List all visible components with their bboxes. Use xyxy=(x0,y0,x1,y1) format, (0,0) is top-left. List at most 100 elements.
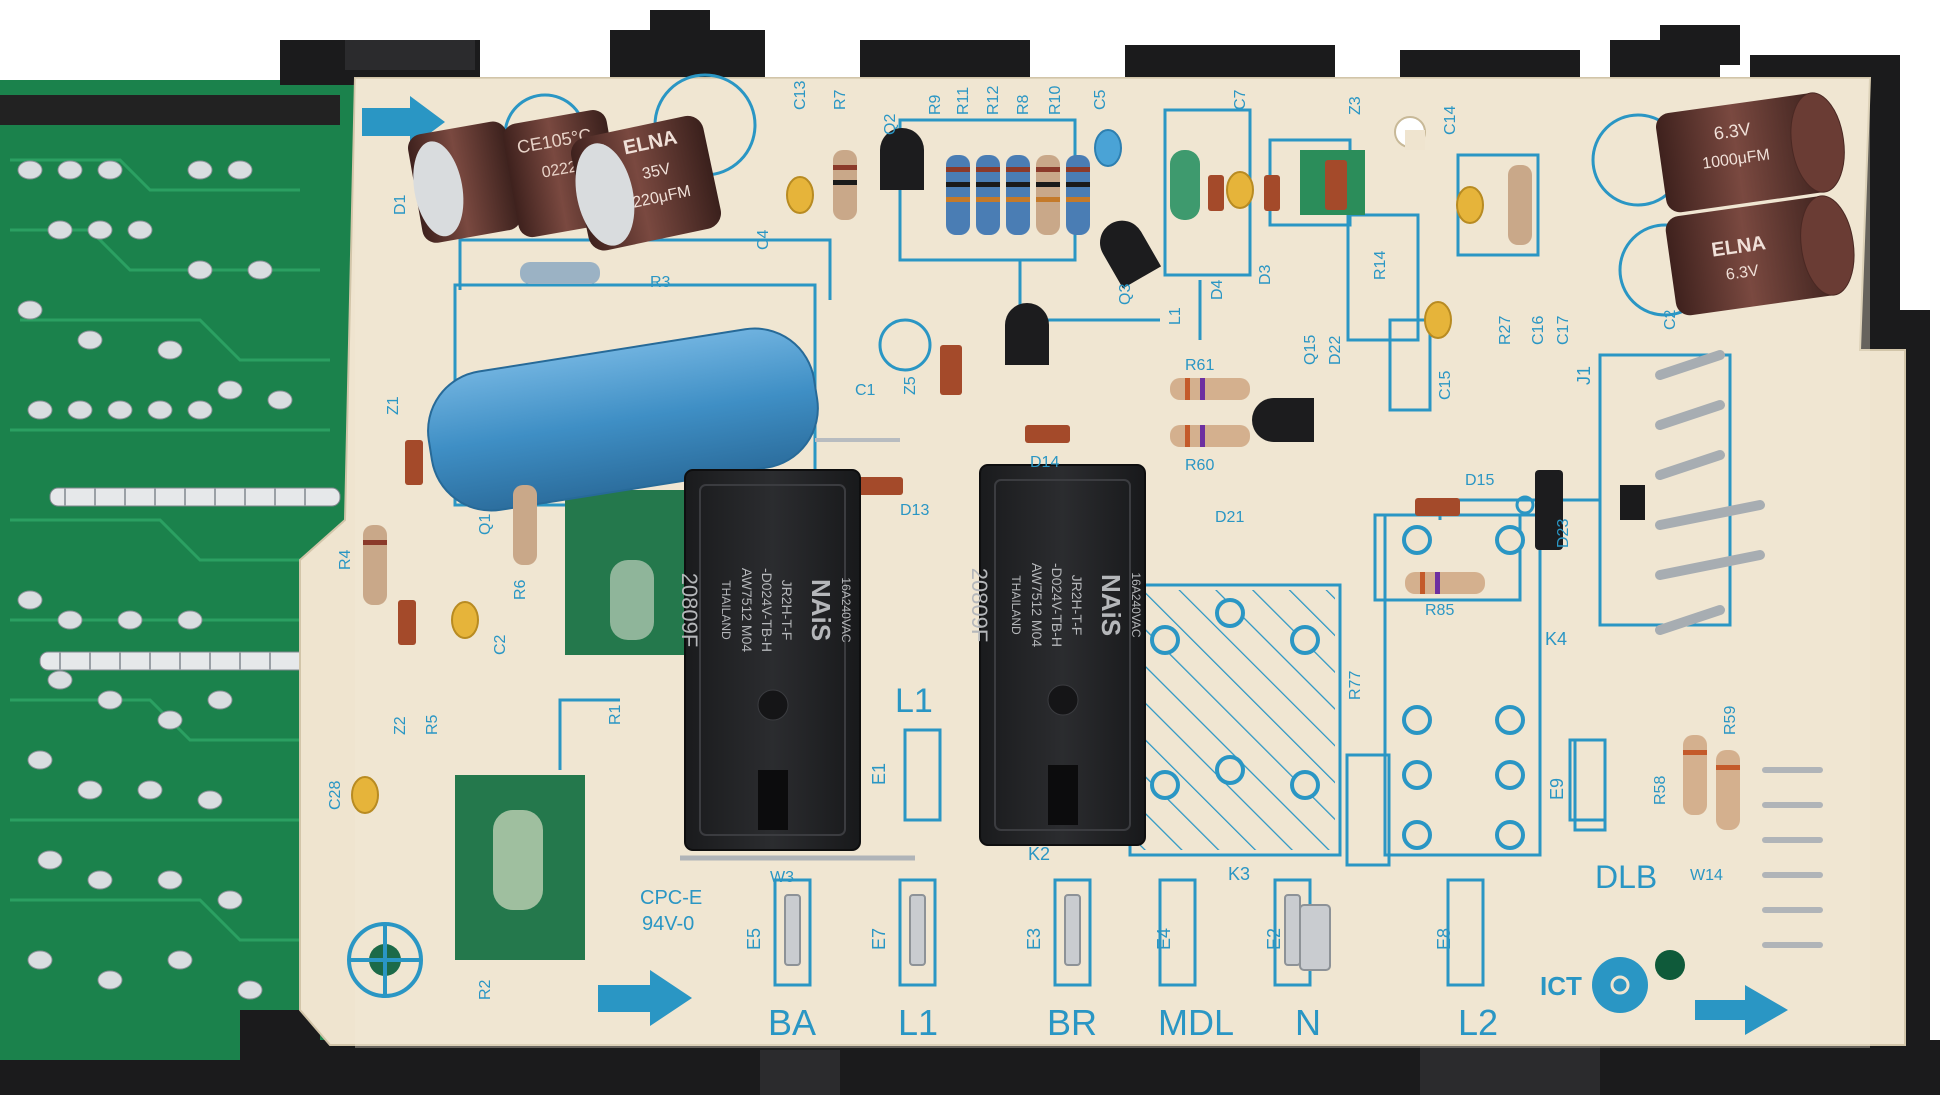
terminal-id: E7 xyxy=(869,928,889,950)
refdes-label: R11 xyxy=(955,87,972,115)
ceramic-capacitors xyxy=(351,129,1484,814)
refdes-label: Z5 xyxy=(902,376,919,395)
terminal-label-n: N xyxy=(1295,1002,1321,1043)
spade-terminals xyxy=(784,894,1331,971)
refdes-label: R8 xyxy=(1015,94,1032,115)
refdes-label: Q15 xyxy=(1302,335,1319,365)
label-ict: ICT xyxy=(1540,971,1582,1001)
refdes-label: D3 xyxy=(1257,264,1274,285)
refdes-label: R12 xyxy=(985,86,1002,115)
k3-pads xyxy=(1150,598,1320,800)
label-e9: E9 xyxy=(1547,778,1567,800)
refdes-label: R10 xyxy=(1047,86,1064,115)
relay-sub: -D024V-TB-H xyxy=(1049,563,1065,647)
refdes-label: R61 xyxy=(1185,357,1214,374)
refdes-label: D22 xyxy=(1327,336,1344,365)
refdes-label: R2 xyxy=(477,979,494,1000)
refdes-label: D23 xyxy=(1555,519,1572,548)
terminal-label-br: BR xyxy=(1047,1002,1097,1043)
silk-labels: BA L1 BR MDL N L2 E5 E7 E3 E4 E2 E8 L1 D… xyxy=(640,366,1723,1043)
terminal-id: E4 xyxy=(1154,928,1174,950)
refdes-label: R77 xyxy=(1347,671,1364,700)
refdes-label: Q1 xyxy=(477,514,494,535)
label-l1-upper: L1 xyxy=(895,682,933,720)
resistors xyxy=(363,150,1740,910)
relay-date: 20809F xyxy=(967,568,992,643)
fiducial-icon xyxy=(347,922,423,998)
relay-part: JR2H-T-F xyxy=(779,580,795,641)
refdes-label: C2 xyxy=(492,634,509,655)
label-e1: E1 xyxy=(869,763,889,785)
refdes-label: C16 xyxy=(1530,316,1547,345)
cap-label: 0222 xyxy=(540,159,578,182)
relay-brand: NAiS xyxy=(1096,574,1126,636)
cap-voltage: 35V xyxy=(641,160,673,183)
refdes-label: C1 xyxy=(855,382,876,399)
refdes-label: R60 xyxy=(1185,457,1214,474)
relay-origin: THAILAND xyxy=(719,580,733,640)
refdes-label: D14 xyxy=(1030,454,1059,471)
relay-date: 20809F xyxy=(677,573,702,648)
refdes-label: D4 xyxy=(1209,279,1226,300)
refdes-label: Z3 xyxy=(1347,96,1364,115)
refdes-label: R14 xyxy=(1372,251,1389,280)
label-k2: K2 xyxy=(1028,844,1050,864)
refdes-label: R5 xyxy=(424,714,441,735)
semiconductors xyxy=(398,128,1563,645)
terminal-label-mdl: MDL xyxy=(1158,1002,1234,1043)
edge-pins-w14 xyxy=(1762,767,1823,948)
label-w3: W3 xyxy=(770,869,794,886)
label-dlb: DLB xyxy=(1595,859,1657,895)
refdes-label: R85 xyxy=(1425,602,1454,619)
header-pins-j1 xyxy=(1655,350,1765,635)
film-capacitor-c1 xyxy=(427,327,900,512)
relay-code: AW7512 M04 xyxy=(1029,563,1045,648)
terminal-id: E3 xyxy=(1024,928,1044,950)
relay-sub: -D024V-TB-H xyxy=(759,568,775,652)
refdes-label: D1 xyxy=(392,194,409,215)
refdes-label: C15 xyxy=(1437,371,1454,400)
refdes-label: D21 xyxy=(1215,509,1244,526)
relay-brand: NAiS xyxy=(806,579,836,641)
relay-part: JR2H-T-F xyxy=(1069,575,1085,636)
terminal-label-l1: L1 xyxy=(898,1002,938,1043)
refdes-label: R4 xyxy=(337,549,354,570)
refdes-label: D13 xyxy=(900,502,929,519)
terminal-label-l2: L2 xyxy=(1458,1002,1498,1043)
electrolytic-capacitors: CE105°C 0222 ELNA 35V 220μFM 6.3V 1000μF… xyxy=(408,92,1855,316)
refdes-label: R7 xyxy=(832,89,849,110)
cert-rating: 94V-0 xyxy=(642,913,694,935)
cert-mark: CPC-E xyxy=(640,887,702,909)
refdes-label: R27 xyxy=(1497,316,1514,345)
refdes-label: C4 xyxy=(755,229,772,250)
terminal-label-ba: BA xyxy=(768,1002,816,1043)
k4-pads xyxy=(1402,525,1525,850)
refdes-label: C28 xyxy=(327,781,344,810)
refdes-label: C17 xyxy=(1555,316,1572,345)
refdes-label: R58 xyxy=(1652,776,1669,805)
refdes-label: R59 xyxy=(1722,706,1739,735)
refdes-label: R9 xyxy=(927,94,944,115)
terminal-id: E5 xyxy=(744,928,764,950)
silkscreen xyxy=(453,108,1732,987)
terminal-id: E2 xyxy=(1264,928,1284,950)
ict-marker xyxy=(1592,950,1685,1013)
refdes-label: L1 xyxy=(1167,307,1184,325)
cap-voltage: 6.3V xyxy=(1725,262,1760,283)
refdes-label: D15 xyxy=(1465,472,1494,489)
relay-rating: 16A240VAC xyxy=(1129,572,1143,637)
label-w14: W14 xyxy=(1690,867,1723,884)
refdes-label: C7 xyxy=(1232,89,1249,110)
refdes-label: C5 xyxy=(1092,89,1109,110)
refdes-label: Q3 xyxy=(1117,284,1134,305)
refdes-label: R6 xyxy=(512,579,529,600)
refdes-label: Z2 xyxy=(392,716,409,735)
relay-rating: 16A240VAC xyxy=(839,577,853,642)
relay-code: AW7512 M04 xyxy=(739,568,755,653)
refdes-label: C2 xyxy=(1662,309,1679,330)
refdes-label: C14 xyxy=(1442,106,1459,135)
refdes-label: Q2 xyxy=(882,114,899,135)
